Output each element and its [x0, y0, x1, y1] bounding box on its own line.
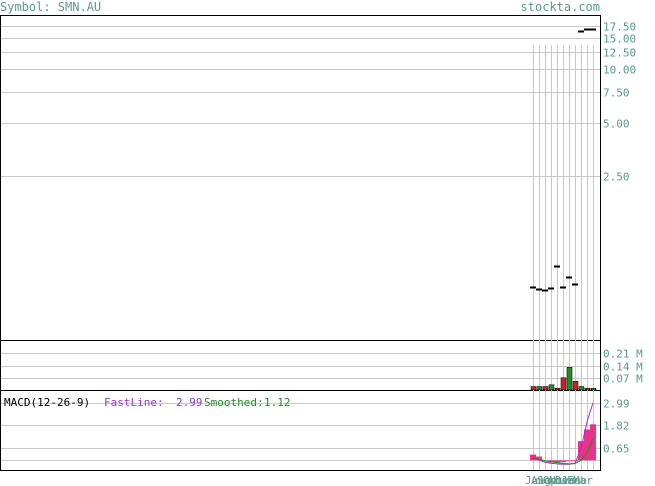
- volume-bar: [542, 386, 549, 391]
- fastline-value: 2.99: [176, 396, 203, 409]
- volume-tick-label: 0.14 M: [603, 361, 643, 374]
- price-tick-label: 7.50: [603, 87, 630, 100]
- macd-grid: [1, 403, 600, 461]
- volume-bar: [554, 388, 561, 391]
- macd-axis-ticks: 2.99 1.82 0.65: [603, 398, 630, 456]
- symbol-label: Symbol: SMN.AU: [0, 0, 102, 14]
- x-tick-label: Sep: [537, 474, 557, 486]
- volume-bar: [548, 384, 555, 391]
- volume-bar: [560, 377, 567, 391]
- volume-grid: [1, 353, 600, 379]
- price-tick-label: 5.00: [603, 118, 630, 131]
- volume-axis-ticks: 0.21 M0.14 M0.07 M: [603, 348, 643, 386]
- x-tick-label: Jul: [525, 474, 545, 486]
- volume-tick-label: 0.07 M: [603, 373, 643, 386]
- smoothed-value: 1.12: [264, 396, 291, 409]
- x-tick-label: Aug: [531, 474, 551, 486]
- smoothed-series: [532, 438, 594, 465]
- volume-bar: [584, 388, 591, 391]
- volume-bar: [536, 386, 543, 391]
- price-tick-label: 15.00: [603, 33, 636, 46]
- fastline-label: FastLine:: [104, 396, 164, 409]
- x-tick-label: Oct: [543, 474, 563, 486]
- macd-tick-label: 0.65: [603, 443, 630, 456]
- macd-panel-frame: [0, 390, 601, 471]
- macd-histogram-bar: [554, 460, 560, 463]
- macd-histogram-bar: [536, 456, 542, 461]
- volume-bar: [566, 367, 573, 391]
- macd-histogram-bar: [530, 454, 536, 461]
- macd-histogram-bar: [584, 429, 590, 461]
- fastline-series: [532, 402, 594, 465]
- macd-histogram-bar: [566, 460, 572, 462]
- volume-panel-frame: [0, 340, 601, 391]
- macd-histogram-bar: [578, 441, 584, 461]
- vertical-grid: [533, 45, 594, 470]
- macd-tick-label: 2.99: [603, 398, 630, 411]
- macd-histogram-bar: [548, 460, 554, 463]
- price-tick-label: 10.00: [603, 64, 636, 77]
- price-panel-frame: [0, 15, 601, 341]
- volume-marks: [530, 367, 597, 391]
- volume-bar: [590, 388, 597, 391]
- volume-bar: [530, 386, 537, 391]
- price-tick-label: 2.50: [603, 171, 630, 184]
- x-tick-label: Mar: [573, 474, 593, 486]
- volume-tick-label: 0.21 M: [603, 348, 643, 361]
- x-tick-label: Nov: [549, 474, 569, 486]
- macd-histogram-bar: [572, 460, 578, 462]
- macd-marks: [530, 402, 596, 465]
- site-label[interactable]: stockta.com: [520, 0, 600, 14]
- price-tick-label: 17.50: [603, 21, 636, 34]
- macd-tick-label: 1.82: [603, 420, 630, 433]
- x-tick-label: Dec: [555, 474, 575, 486]
- price-grid: [1, 26, 600, 177]
- smoothed-label: Smoothed:: [204, 396, 264, 409]
- macd-histogram-bar: [590, 424, 596, 461]
- price-marks: [530, 28, 596, 292]
- price-tick-label: 12.50: [603, 47, 636, 60]
- volume-bar: [572, 381, 579, 391]
- macd-histogram-bar: [560, 460, 566, 462]
- x-tick-label: Feb: [567, 474, 587, 486]
- macd-label: MACD(12-26-9): [4, 396, 90, 409]
- volume-bar: [578, 386, 585, 391]
- x-tick-label: Jan: [561, 474, 581, 486]
